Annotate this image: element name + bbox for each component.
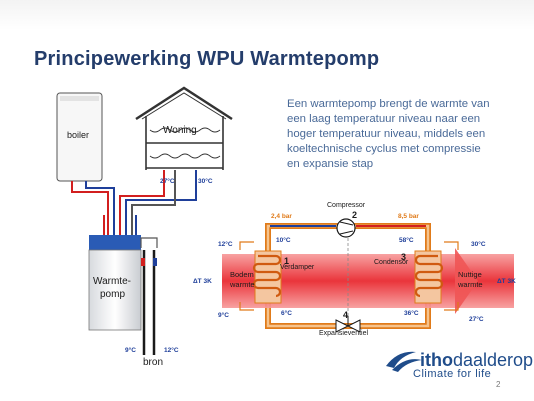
source-out-temp: 9°C xyxy=(218,312,229,319)
source-in-temp: 12°C xyxy=(218,241,233,248)
heating-delta: ΔT 3K xyxy=(497,278,516,285)
expansion-label: Expansieventiel xyxy=(319,330,369,337)
source-circuit xyxy=(239,241,254,311)
slide-description: Een warmtepomp brengt de warmte van een … xyxy=(287,98,490,170)
compressor-symbol xyxy=(336,218,356,238)
temp-cond-top: 58°C xyxy=(399,237,414,244)
temp-cond-bottom: 36°C xyxy=(404,310,419,317)
unit-label-line2: pomp xyxy=(100,289,126,300)
compressor-number: 2 xyxy=(352,210,358,220)
ground-heat-line1: Bodem xyxy=(230,270,254,279)
house-label: Woning xyxy=(163,125,197,136)
boiler-label: boiler xyxy=(67,130,90,140)
source-temp-high: 12°C xyxy=(164,347,179,354)
source-temp-low: 9°C xyxy=(125,347,136,354)
heat-flow-arrow xyxy=(455,248,478,314)
temp-evap-bottom: 6°C xyxy=(281,310,292,317)
expansion-number: 4 xyxy=(343,310,349,320)
house-temp-low: 27°C xyxy=(160,178,175,185)
compressor-label: Compressor xyxy=(327,202,366,209)
evaporator-number: 1 xyxy=(284,256,290,266)
installation-pipes xyxy=(71,170,197,235)
useful-heat-line2: warmte xyxy=(458,280,483,289)
useful-heat-line1: Nuttige xyxy=(458,270,482,279)
heating-in-temp: 27°C xyxy=(469,316,484,323)
slide-title: Principewerking WPU Warmtepomp xyxy=(34,48,380,70)
brand-name-part2: daalderop xyxy=(453,350,534,370)
pressure-low: 2,4 bar xyxy=(271,213,292,220)
ground-heat-line2: warmte xyxy=(230,280,255,289)
condenser-label: Condensor xyxy=(374,259,409,266)
heating-out-temp: 30°C xyxy=(471,241,486,248)
boiler-unit xyxy=(56,92,103,182)
pressure-high: 8,5 bar xyxy=(398,213,419,220)
brand-tagline: Climate for life xyxy=(413,368,492,380)
slide-top-band xyxy=(0,0,534,30)
condenser-number: 3 xyxy=(401,252,407,262)
brand-logo-icon xyxy=(386,351,422,372)
brand-name: ithodaalderop xyxy=(420,350,533,371)
expansion-valve-symbol xyxy=(335,316,361,333)
source-label: bron xyxy=(143,357,164,368)
source-delta: ΔT 3K xyxy=(193,278,212,285)
heat-pump-unit xyxy=(88,235,142,331)
heating-circuit xyxy=(444,241,459,311)
evaporator-label: Verdamper xyxy=(280,264,315,271)
brand-name-part1: itho xyxy=(420,350,453,370)
unit-label-line1: Warmte- xyxy=(93,276,131,287)
temp-evap-top: 10°C xyxy=(276,237,291,244)
condenser-coil xyxy=(414,250,444,304)
ground-source-pipes xyxy=(140,237,158,355)
house-icon xyxy=(135,86,233,170)
evaporator-coil xyxy=(252,250,282,304)
house-temp-high: 30°C xyxy=(198,178,213,185)
page-number: 2 xyxy=(496,380,501,389)
